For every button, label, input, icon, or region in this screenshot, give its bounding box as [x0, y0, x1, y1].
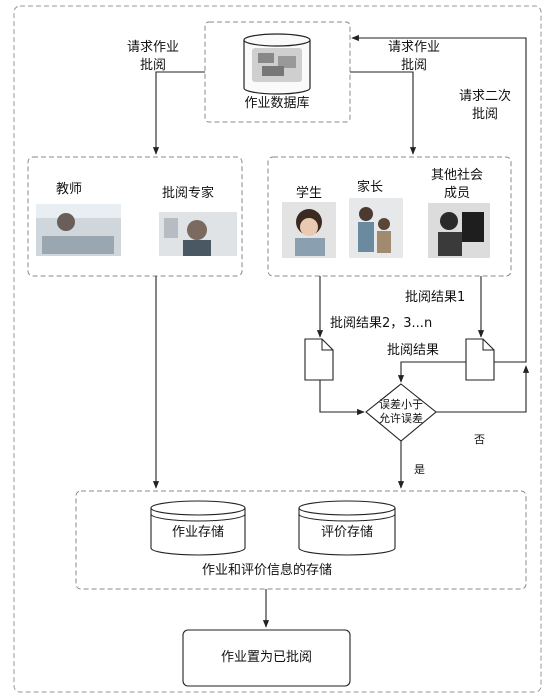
parent-photo: [349, 198, 403, 258]
arrow-label-request-left-2: 批阅: [139, 58, 166, 73]
community-member-photo: [428, 203, 490, 258]
arrow-db-to-community: [350, 71, 417, 155]
other-members-label-1: 其他社会: [430, 168, 483, 183]
database-cylinder-icon: [243, 33, 311, 95]
arrow-doc1-to-decision: [397, 361, 466, 383]
arrow-label-request-right-1: 请求作业: [387, 40, 440, 55]
arrow-label-second-review-1: 请求二次: [458, 89, 511, 104]
storage-group-box: [75, 490, 527, 590]
student-label: 学生: [296, 186, 323, 201]
homework-storage-label: 作业存储: [171, 525, 224, 540]
other-members-label-2: 成员: [443, 186, 470, 201]
result-label: 批阅结果: [387, 343, 440, 358]
arrow-doc2n-to-decision: [319, 380, 365, 416]
final-label: 作业置为已批阅: [220, 650, 312, 665]
expert-photo: [159, 212, 237, 256]
expert-label: 批阅专家: [162, 186, 215, 201]
arrow-label-second-review-2: 批阅: [471, 107, 498, 122]
database-title: 作业数据库: [244, 96, 310, 111]
document-result-2n: [304, 338, 334, 381]
teacher-photo: [36, 204, 121, 256]
arrow-label-request-right-2: 批阅: [400, 58, 427, 73]
reviewers-group-box: [27, 156, 243, 277]
document-result-2n-fold: [321, 339, 333, 351]
outer-frame: [13, 5, 542, 693]
final-box: [182, 629, 351, 687]
arrow-label-request-left-1: 请求作业: [126, 40, 179, 55]
result-2n-label: 批阅结果2，3...n: [330, 316, 433, 331]
document-result-1: [465, 338, 495, 381]
parent-label: 家长: [357, 180, 384, 195]
decision-no-label: 否: [474, 433, 485, 446]
teacher-label: 教师: [56, 182, 83, 197]
database-box: [204, 21, 351, 123]
arrow-decision-no: [436, 365, 530, 413]
decision-yes-label: 是: [414, 463, 425, 476]
evaluation-storage-cylinder-icon: [298, 500, 396, 556]
community-group-box: [267, 156, 512, 277]
arrow-second-review: [351, 34, 527, 363]
result-1-label: 批阅结果1: [405, 290, 466, 305]
evaluation-storage-label: 评价存储: [320, 525, 373, 540]
decision-text-1: 误差小于: [379, 398, 423, 411]
document-result-1-fold: [482, 339, 494, 351]
homework-storage-cylinder-icon: [150, 500, 246, 556]
arrow-db-to-reviewers: [152, 71, 205, 155]
storage-caption: 作业和评价信息的存储: [201, 563, 332, 578]
decision-text-2: 允许误差: [379, 412, 423, 425]
student-photo: [282, 202, 336, 258]
